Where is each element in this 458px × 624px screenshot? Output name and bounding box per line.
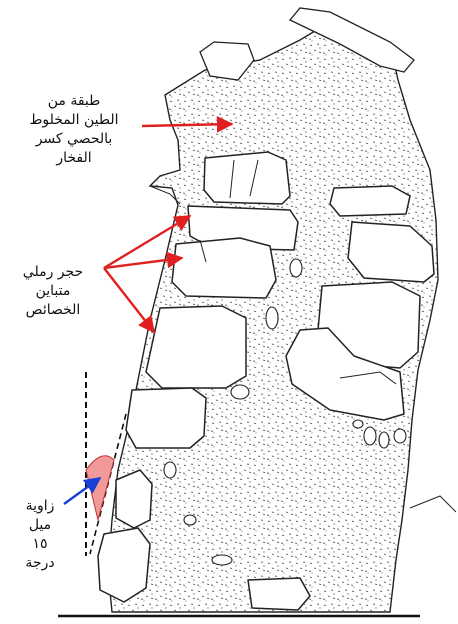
- pebble: [364, 427, 376, 445]
- tilt-angle-label: زاوية ميل ١٥ درجة: [6, 497, 74, 573]
- stone-block: [116, 470, 152, 528]
- clay-layer-label: طبقة من الطين المخلوط بالحصي كسر الفخار: [4, 92, 144, 168]
- stone-block: [204, 152, 290, 204]
- sandstone-arrow: [104, 268, 154, 332]
- stone-block: [98, 528, 150, 602]
- clay-layer-label-line: الطين المخلوط: [4, 111, 144, 130]
- sandstone-label: حجر رملي متباين الخصائص: [2, 263, 104, 320]
- stone-block: [330, 186, 410, 216]
- tilt-angle-label-line: درجة: [6, 554, 74, 573]
- clay-layer-label-line: الفخار: [4, 149, 144, 168]
- clay-layer-label-line: طبقة من: [4, 92, 144, 111]
- sandstone-label-line: الخصائص: [2, 301, 104, 320]
- tilt-angle-label-line: ١٥: [6, 535, 74, 554]
- stone-block: [146, 306, 246, 388]
- tilt-angle-label-line: زاوية: [6, 497, 74, 516]
- stone-block: [172, 238, 276, 298]
- sandstone-label-line: متباين: [2, 282, 104, 301]
- pebble: [266, 307, 278, 329]
- pebble: [231, 385, 249, 399]
- stone-block: [126, 388, 206, 448]
- stone-block: [248, 578, 310, 610]
- tilt-angle-label-line: ميل: [6, 516, 74, 535]
- pebble: [353, 420, 363, 428]
- pebble: [290, 259, 302, 277]
- pebble: [212, 555, 232, 565]
- sandstone-label-line: حجر رملي: [2, 263, 104, 282]
- pebble: [379, 432, 389, 448]
- pebble: [164, 462, 176, 478]
- crack-line: [410, 496, 456, 512]
- pebble: [184, 515, 196, 525]
- pebble: [394, 429, 406, 443]
- tilt-angle-wedge: [86, 456, 114, 520]
- clay-layer-label-line: بالحصي كسر: [4, 130, 144, 149]
